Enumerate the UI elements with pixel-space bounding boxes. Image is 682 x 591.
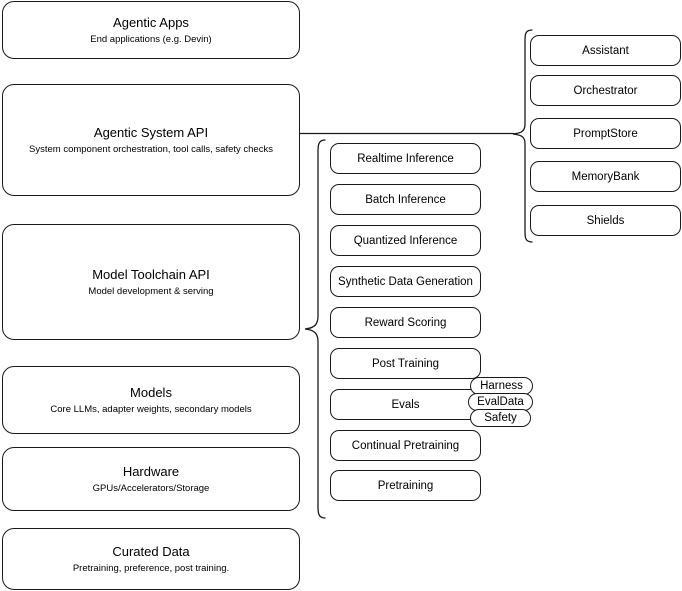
- layer-title: Models: [130, 384, 172, 400]
- toolchain-box-quantized-inference[interactable]: Quantized Inference: [330, 225, 481, 256]
- toolchain-label: Synthetic Data Generation: [338, 275, 473, 288]
- layer-subtitle: End applications (e.g. Devin): [90, 33, 212, 45]
- layer-subtitle: Model development & serving: [88, 285, 214, 297]
- eval-badge-safety[interactable]: Safety: [470, 409, 531, 427]
- system-component-label: Shields: [586, 214, 625, 227]
- eval-badge-label: EvalData: [477, 396, 524, 408]
- layer-title: Hardware: [122, 463, 180, 479]
- system-component-box-shields[interactable]: Shields: [530, 205, 681, 236]
- layer-box-curated-data[interactable]: Curated Data Pretraining, preference, po…: [2, 528, 300, 590]
- toolchain-label: Batch Inference: [365, 193, 446, 206]
- system-component-label: Orchestrator: [573, 84, 638, 97]
- toolchain-label: Continual Pretraining: [351, 439, 460, 452]
- eval-badge-label: Safety: [484, 412, 517, 424]
- layer-box-agentic-system-api[interactable]: Agentic System API System component orch…: [2, 84, 300, 196]
- system-component-label: Assistant: [582, 44, 629, 57]
- layer-title: Curated Data: [112, 543, 190, 559]
- layer-title: Agentic System API: [93, 124, 209, 140]
- eval-badge-harness[interactable]: Harness: [470, 377, 533, 395]
- toolchain-label: Pretraining: [377, 479, 434, 492]
- layer-subtitle: System component orchestration, tool cal…: [29, 143, 273, 155]
- toolchain-label: Evals: [391, 398, 420, 411]
- toolchain-label: Post Training: [371, 357, 440, 370]
- layer-box-model-toolchain-api[interactable]: Model Toolchain API Model development & …: [2, 224, 300, 340]
- brace-toolchain-group: [304, 139, 326, 519]
- toolchain-label: Quantized Inference: [353, 234, 458, 247]
- layer-subtitle: Core LLMs, adapter weights, secondary mo…: [50, 403, 252, 415]
- toolchain-box-batch-inference[interactable]: Batch Inference: [330, 184, 481, 215]
- layer-title: Agentic Apps: [113, 14, 189, 30]
- toolchain-box-continual-pretraining[interactable]: Continual Pretraining: [330, 430, 481, 461]
- system-component-label: PromptStore: [573, 127, 638, 140]
- system-component-box-assistant[interactable]: Assistant: [530, 35, 681, 66]
- layer-box-models[interactable]: Models Core LLMs, adapter weights, secon…: [2, 366, 300, 434]
- toolchain-box-synthetic-data-generation[interactable]: Synthetic Data Generation: [330, 266, 481, 297]
- connector-line-system-api: [300, 132, 514, 135]
- layer-subtitle: GPUs/Accelerators/Storage: [92, 482, 210, 494]
- system-component-label: MemoryBank: [571, 170, 640, 183]
- eval-badge-evaldata[interactable]: EvalData: [468, 393, 533, 411]
- layer-box-hardware[interactable]: Hardware GPUs/Accelerators/Storage: [2, 447, 300, 511]
- eval-badge-label: Harness: [480, 380, 523, 392]
- brace-system-components-group: [512, 29, 533, 243]
- system-component-box-memorybank[interactable]: MemoryBank: [530, 161, 681, 192]
- layer-box-agentic-apps[interactable]: Agentic Apps End applications (e.g. Devi…: [2, 1, 300, 59]
- system-component-box-promptstore[interactable]: PromptStore: [530, 118, 681, 149]
- toolchain-box-pretraining[interactable]: Pretraining: [330, 470, 481, 501]
- toolchain-label: Realtime Inference: [357, 152, 454, 165]
- toolchain-box-reward-scoring[interactable]: Reward Scoring: [330, 307, 481, 338]
- toolchain-label: Reward Scoring: [364, 316, 447, 329]
- layer-subtitle: Pretraining, preference, post training.: [72, 562, 230, 574]
- toolchain-box-post-training[interactable]: Post Training: [330, 348, 481, 379]
- system-component-box-orchestrator[interactable]: Orchestrator: [530, 75, 681, 106]
- layer-title: Model Toolchain API: [92, 266, 210, 282]
- toolchain-box-realtime-inference[interactable]: Realtime Inference: [330, 143, 481, 174]
- toolchain-box-evals[interactable]: Evals: [330, 389, 481, 420]
